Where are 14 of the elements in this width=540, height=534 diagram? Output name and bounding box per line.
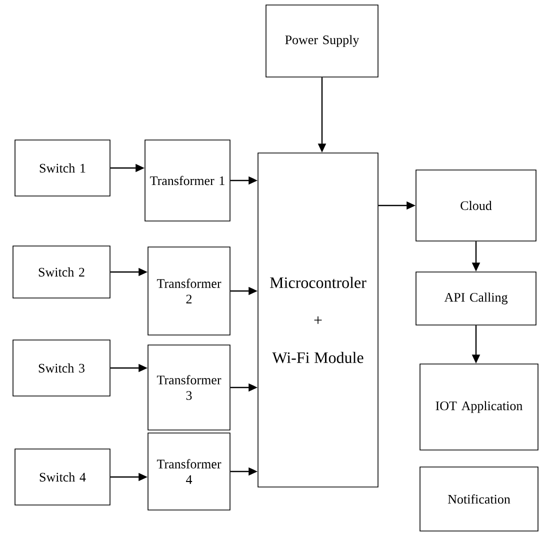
process-box: Transformer 2 [148, 246, 230, 336]
process-box: Transformer 1 [144, 140, 230, 222]
process-box: Transformer 4 [148, 432, 230, 510]
process-box: Switch 1 [14, 140, 110, 196]
process-box: Cloud [416, 170, 536, 242]
process-box: Switch 3 [12, 340, 110, 396]
process-box: API Calling [416, 272, 536, 326]
process-box: Transformer 3 [148, 344, 230, 430]
process-box: Notification [420, 466, 538, 532]
module-box: Microcontroler + Wi-Fi Module [258, 152, 378, 488]
process-box: IOT Application [420, 364, 538, 450]
process-box: Switch 4 [14, 448, 110, 506]
process-box: Switch 2 [12, 246, 110, 298]
process-box: Power Supply [266, 4, 378, 78]
